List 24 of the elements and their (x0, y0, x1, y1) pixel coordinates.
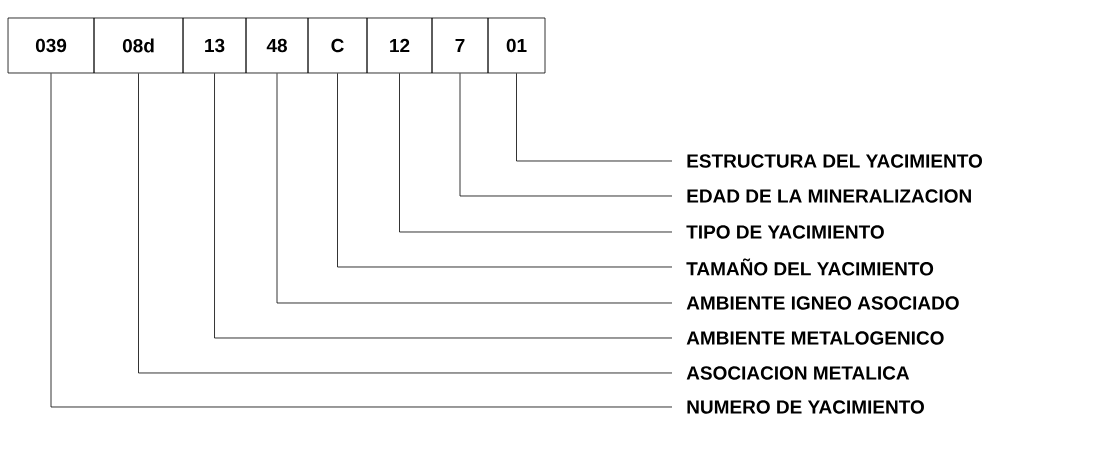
leader-line (399, 73, 673, 233)
code-cell: C (307, 17, 368, 74)
code-cell: 48 (245, 17, 309, 74)
field-label: AMBIENTE IGNEO ASOCIADO (686, 296, 959, 310)
field-label: AMBIENTE METALOGENICO (686, 331, 944, 345)
field-label: TAMAÑO DEL YACIMIENTO (686, 258, 934, 276)
leader-line (337, 73, 673, 268)
code-cell: 01 (487, 17, 546, 74)
leader-line (276, 73, 673, 304)
leader-line (516, 73, 673, 162)
code-cell: 7 (431, 17, 489, 74)
code-cell: 12 (366, 17, 433, 74)
field-label: EDAD DE LA MINERALIZACION (687, 189, 971, 203)
leader-line (459, 73, 673, 197)
leader-line (50, 73, 673, 408)
code-cell: 08d (93, 17, 184, 74)
code-cell: 13 (182, 17, 247, 74)
field-label: NUMERO DE YACIMIENTO (687, 400, 924, 414)
field-label: ESTRUCTURA DEL YACIMIENTO (687, 154, 982, 168)
leader-line (138, 73, 673, 374)
leader-line (214, 73, 673, 339)
field-label: TIPO DE YACIMIENTO (686, 225, 884, 239)
field-label: ASOCIACION METALICA (686, 366, 910, 380)
code-cell: 039 (7, 17, 95, 74)
